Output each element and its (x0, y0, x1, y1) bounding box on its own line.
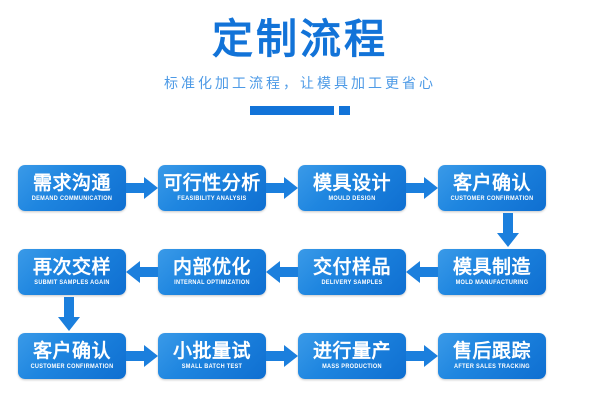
flow-row-3: 客户确认 CUSTOMER CONFIRMATION 小批量试 SMALL BA… (0, 332, 600, 380)
flow-node-label-en: SUBMIT SAMPLES AGAIN (34, 280, 110, 287)
flow-node-label-cn: 客户确认 (452, 172, 531, 194)
arrow-head (284, 177, 298, 199)
arrow-down-icon (497, 213, 519, 247)
flow-node-after-sales-tracking[interactable]: 售后跟踪 AFTER SALES TRACKING (438, 333, 546, 379)
flow-node-label-cn: 可行性分析 (163, 172, 261, 194)
page-title: 定制流程 (212, 16, 388, 62)
process-flow-diagram: 需求沟通 DEMAND COMMUNICATION 可行性分析 FEASIBIL… (0, 155, 600, 401)
flow-node-label-cn: 内部优化 (172, 256, 251, 278)
divider-bar (250, 106, 334, 116)
arrow-shaft (406, 351, 425, 361)
flow-node-label-cn: 模具设计 (312, 172, 391, 194)
arrow-shaft (139, 267, 158, 277)
arrow-right-icon (126, 177, 158, 199)
flow-node-label-en: AFTER SALES TRACKING (454, 364, 530, 371)
arrow-head (406, 261, 420, 283)
flow-node-small-batch-test[interactable]: 小批量试 SMALL BATCH TEST (158, 333, 266, 379)
flow-row-1: 需求沟通 DEMAND COMMUNICATION 可行性分析 FEASIBIL… (0, 164, 600, 212)
flow-node-label-cn: 需求沟通 (32, 172, 111, 194)
arrow-shaft (126, 351, 145, 361)
flow-node-label-cn: 售后跟踪 (452, 340, 531, 362)
flow-node-label-en: DEMAND COMMUNICATION (31, 196, 113, 203)
arrow-shaft (419, 267, 438, 277)
arrow-down-icon (58, 297, 80, 331)
flow-node-submit-samples-again[interactable]: 再次交样 SUBMIT SAMPLES AGAIN (18, 249, 126, 295)
arrow-right-icon (126, 345, 158, 367)
flow-node-customer-confirmation-1[interactable]: 客户确认 CUSTOMER CONFIRMATION (438, 165, 546, 211)
arrow-shaft (503, 213, 513, 234)
flow-node-mold-manufacturing[interactable]: 模具制造 MOLD MANUFACTURING (438, 249, 546, 295)
arrow-left-icon (406, 261, 438, 283)
arrow-head (497, 233, 519, 247)
flow-node-label-cn: 客户确认 (32, 340, 111, 362)
flow-node-label-en: CUSTOMER CONFIRMATION (30, 364, 114, 371)
arrow-right-icon (266, 345, 298, 367)
flow-node-label-cn: 进行量产 (312, 340, 391, 362)
page-subtitle: 标准化加工流程，让模具加工更省心 (164, 75, 436, 92)
arrow-head (144, 345, 158, 367)
arrow-head (424, 345, 438, 367)
flow-node-label-cn: 再次交样 (32, 256, 111, 278)
flow-node-label-en: INTERNAL OPTIMIZATION (174, 280, 250, 287)
flow-node-label-en: SMALL BATCH TEST (181, 364, 243, 371)
arrow-head (144, 177, 158, 199)
flow-node-demand-communication[interactable]: 需求沟通 DEMAND COMMUNICATION (18, 165, 126, 211)
flow-node-label-cn: 模具制造 (452, 256, 531, 278)
flow-node-mass-production[interactable]: 进行量产 MASS PRODUCTION (298, 333, 406, 379)
arrow-right-icon (266, 177, 298, 199)
flow-node-mould-design[interactable]: 模具设计 MOULD DESIGN (298, 165, 406, 211)
arrow-right-icon (406, 177, 438, 199)
header: 定制流程 标准化加工流程，让模具加工更省心 (0, 0, 600, 116)
flow-row-2: 再次交样 SUBMIT SAMPLES AGAIN 内部优化 INTERNAL … (0, 248, 600, 296)
flow-node-customer-confirmation-2[interactable]: 客户确认 CUSTOMER CONFIRMATION (18, 333, 126, 379)
arrow-shaft (279, 267, 298, 277)
flow-node-label-cn: 交付样品 (312, 256, 391, 278)
arrow-shaft (126, 183, 145, 193)
arrow-head (58, 317, 80, 331)
flow-node-internal-optimization[interactable]: 内部优化 INTERNAL OPTIMIZATION (158, 249, 266, 295)
arrow-head (266, 261, 280, 283)
flow-node-label-en: DELIVERY SAMPLES (321, 280, 383, 287)
arrow-head (126, 261, 140, 283)
arrow-right-icon (406, 345, 438, 367)
arrow-left-icon (126, 261, 158, 283)
arrow-head (284, 345, 298, 367)
flow-node-label-en: FEASIBILITY ANALYSIS (177, 196, 247, 203)
divider (0, 106, 600, 116)
arrow-shaft (266, 351, 285, 361)
arrow-shaft (266, 183, 285, 193)
flow-node-label-en: MOLD MANUFACTURING (455, 280, 529, 287)
flow-node-label-en: MOULD DESIGN (328, 196, 376, 203)
arrow-shaft (406, 183, 425, 193)
flow-node-label-cn: 小批量试 (172, 340, 251, 362)
divider-square (339, 106, 350, 116)
flow-node-label-en: MASS PRODUCTION (322, 364, 382, 371)
arrow-left-icon (266, 261, 298, 283)
flow-node-label-en: CUSTOMER CONFIRMATION (450, 196, 534, 203)
flow-node-delivery-samples[interactable]: 交付样品 DELIVERY SAMPLES (298, 249, 406, 295)
arrow-head (424, 177, 438, 199)
arrow-shaft (64, 297, 74, 318)
flow-node-feasibility-analysis[interactable]: 可行性分析 FEASIBILITY ANALYSIS (158, 165, 266, 211)
